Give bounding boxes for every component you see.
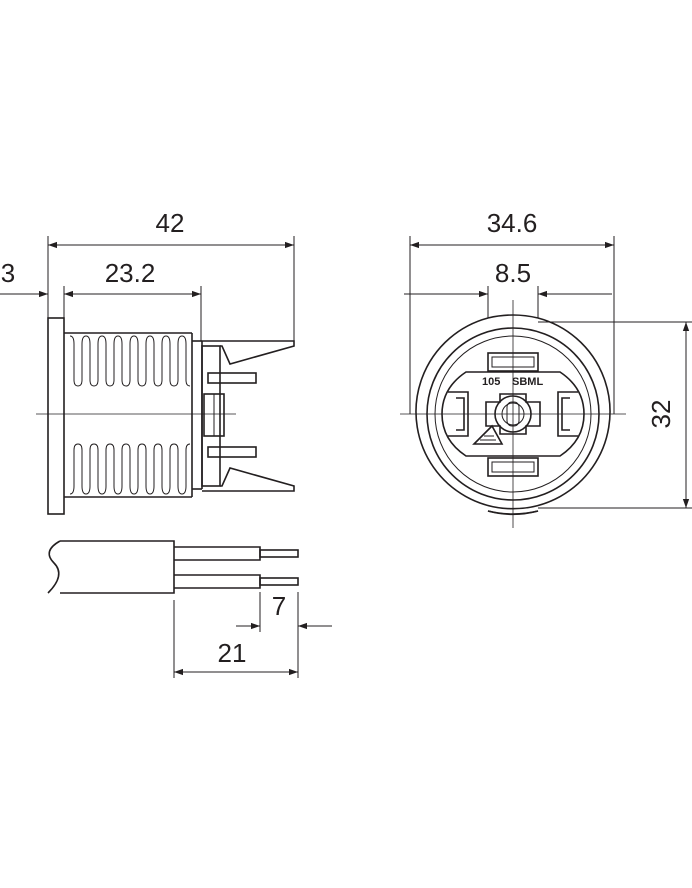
marking-105: 105 [482,376,500,388]
ground-symbol-icon [472,424,504,445]
dim-34-6: 34.6 [487,208,538,238]
cable-view [47,540,299,594]
dim-32: 32 [646,400,676,429]
flange [47,317,65,515]
dim-23-2: 23.2 [105,258,156,288]
dim-21: 21 [218,638,247,668]
front-view: 105 SBML [400,300,626,528]
thread-upper [69,335,191,387]
cable-dimensions: 7 21 [173,591,332,678]
dim-8-5: 8.5 [495,258,531,288]
rear-housing [192,340,295,492]
front-dimensions: 34.6 8.5 32 [404,208,692,509]
dim-7: 7 [272,591,286,621]
side-dimensions: 42 3 23.2 [0,208,295,341]
thread-lower [69,443,191,495]
marking-sbml: SBML [512,376,543,388]
dim-3: 3 [1,258,15,288]
side-view [36,317,295,515]
dim-42: 42 [156,208,185,238]
